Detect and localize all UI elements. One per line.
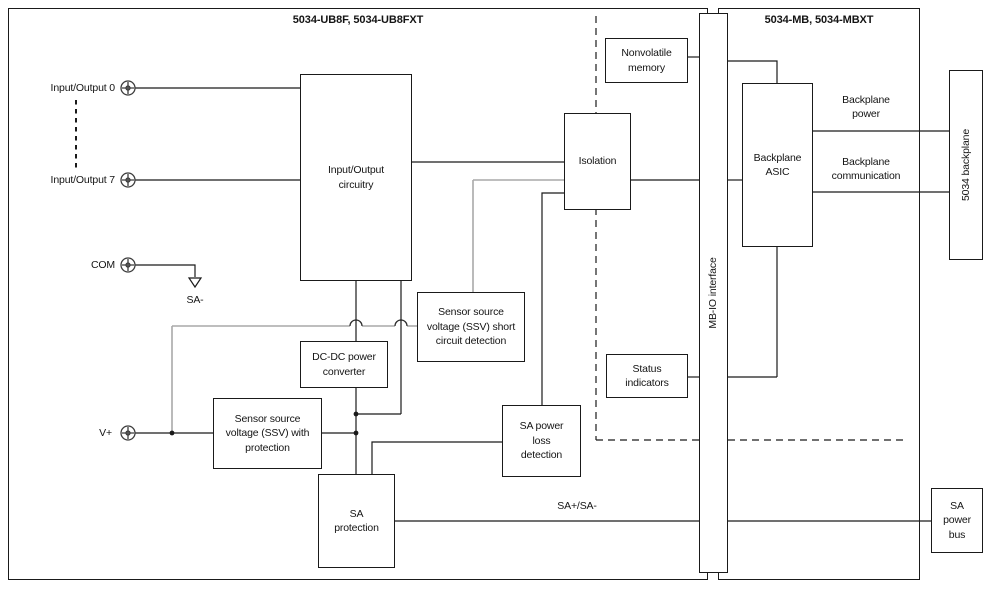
block-io-circuitry: Input/Output circuitry [300,74,412,281]
block-dc-dc-power-converter: DC-DC power converter [300,341,388,388]
block-backplane-asic: Backplane ASIC [742,83,813,247]
screw-terminal-icon-com [120,257,136,273]
junction-dots [169,411,359,436]
screw-terminal-icons [120,80,136,441]
module-title-ub8f: 5034-UB8F, 5034-UB8FXT [292,14,424,26]
terminal-label-vplus: V+ [99,427,112,439]
sa-minus-ground-icon [187,277,203,289]
gray-sense-wires [171,179,564,432]
terminal-label-io7: Input/Output 7 [50,174,116,186]
block-sa-protection: SA protection [318,474,395,568]
block-ssv-with-protection: Sensor source voltage (SSV) with protect… [213,398,322,469]
wire-label-backplane-communication: Backplane communication [831,156,901,182]
block-nonvolatile-memory: Nonvolatile memory [605,38,688,83]
terminal-label-com: COM [90,259,115,271]
wire-hop-icons [349,319,408,327]
module-title-mb: 5034-MB, 5034-MBXT [764,14,874,26]
block-sa-power-bus: SA power bus [931,488,983,553]
backplane-5034-label: 5034 backplane [960,128,972,202]
screw-terminal-icon-io7 [120,172,136,188]
block-isolation: Isolation [564,113,631,210]
screw-terminal-icon-io0 [120,80,136,96]
block-status-indicators: Status indicators [606,354,688,398]
screw-terminal-icon-vplus [120,425,136,441]
terminal-label-sa-minus: SA- [186,294,204,306]
wire-label-backplane-power: Backplane power [842,94,890,120]
block-sa-power-loss-detection: SA power loss detection [502,405,581,477]
mb-io-interface-label: MB-IO interface [707,257,719,329]
block-mb-io-interface [699,13,728,573]
wire-label-sa-bus: SA+/SA- [557,500,597,512]
block-5034-backplane [949,70,983,260]
terminal-label-io0: Input/Output 0 [50,82,116,94]
block-ssv-short-circuit-detection: Sensor source voltage (SSV) short circui… [417,292,525,362]
